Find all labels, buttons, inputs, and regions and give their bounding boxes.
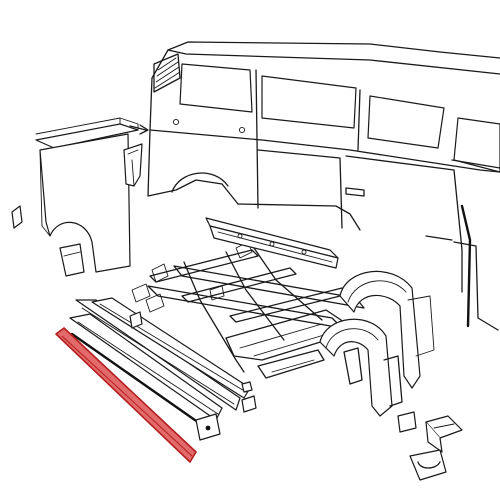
upper-side-sill xyxy=(205,217,339,269)
body-rear-wheel-arch xyxy=(171,172,229,193)
outer-sill-middle xyxy=(75,299,241,411)
rear-corner-piece xyxy=(123,143,143,187)
side-sills xyxy=(69,297,257,441)
rocker-panel-highlight xyxy=(55,327,197,463)
frame-rail-1 xyxy=(147,285,343,329)
sill-dark-strip xyxy=(70,332,214,434)
crossmember-mid xyxy=(181,267,297,303)
jack-point-bracket xyxy=(425,415,463,439)
van-body xyxy=(147,41,500,331)
front-side-window xyxy=(367,95,445,149)
small-bracket-b xyxy=(129,311,143,329)
jack-point-cup xyxy=(409,449,447,481)
lower-rear-piece xyxy=(59,243,85,277)
rear-quarter-skin xyxy=(39,133,131,273)
crossmember-rear xyxy=(149,249,259,283)
fuel-cap-icon xyxy=(238,126,246,134)
roof-line xyxy=(151,41,500,79)
floor-frame xyxy=(131,241,365,379)
small-bracket-left xyxy=(11,205,23,229)
wheel-arch-inner xyxy=(319,318,393,417)
body-belt-line xyxy=(149,129,500,173)
sliding-door xyxy=(257,149,343,229)
door-handle xyxy=(345,187,365,197)
rear-quarter-panel xyxy=(11,117,149,277)
small-brackets xyxy=(397,411,463,481)
assembly-arrow xyxy=(129,125,147,131)
frame-bracket-a xyxy=(131,283,151,303)
cab-door xyxy=(345,155,463,293)
frame-rail-2 xyxy=(173,265,365,309)
front-wheel-arch xyxy=(319,270,435,417)
cab-window xyxy=(453,117,500,173)
rear-side-window xyxy=(179,63,253,113)
wheel-arch-outer xyxy=(339,270,421,389)
middle-side-window xyxy=(261,75,357,129)
engine-vent xyxy=(153,53,181,93)
front-wheel-well xyxy=(460,204,472,328)
